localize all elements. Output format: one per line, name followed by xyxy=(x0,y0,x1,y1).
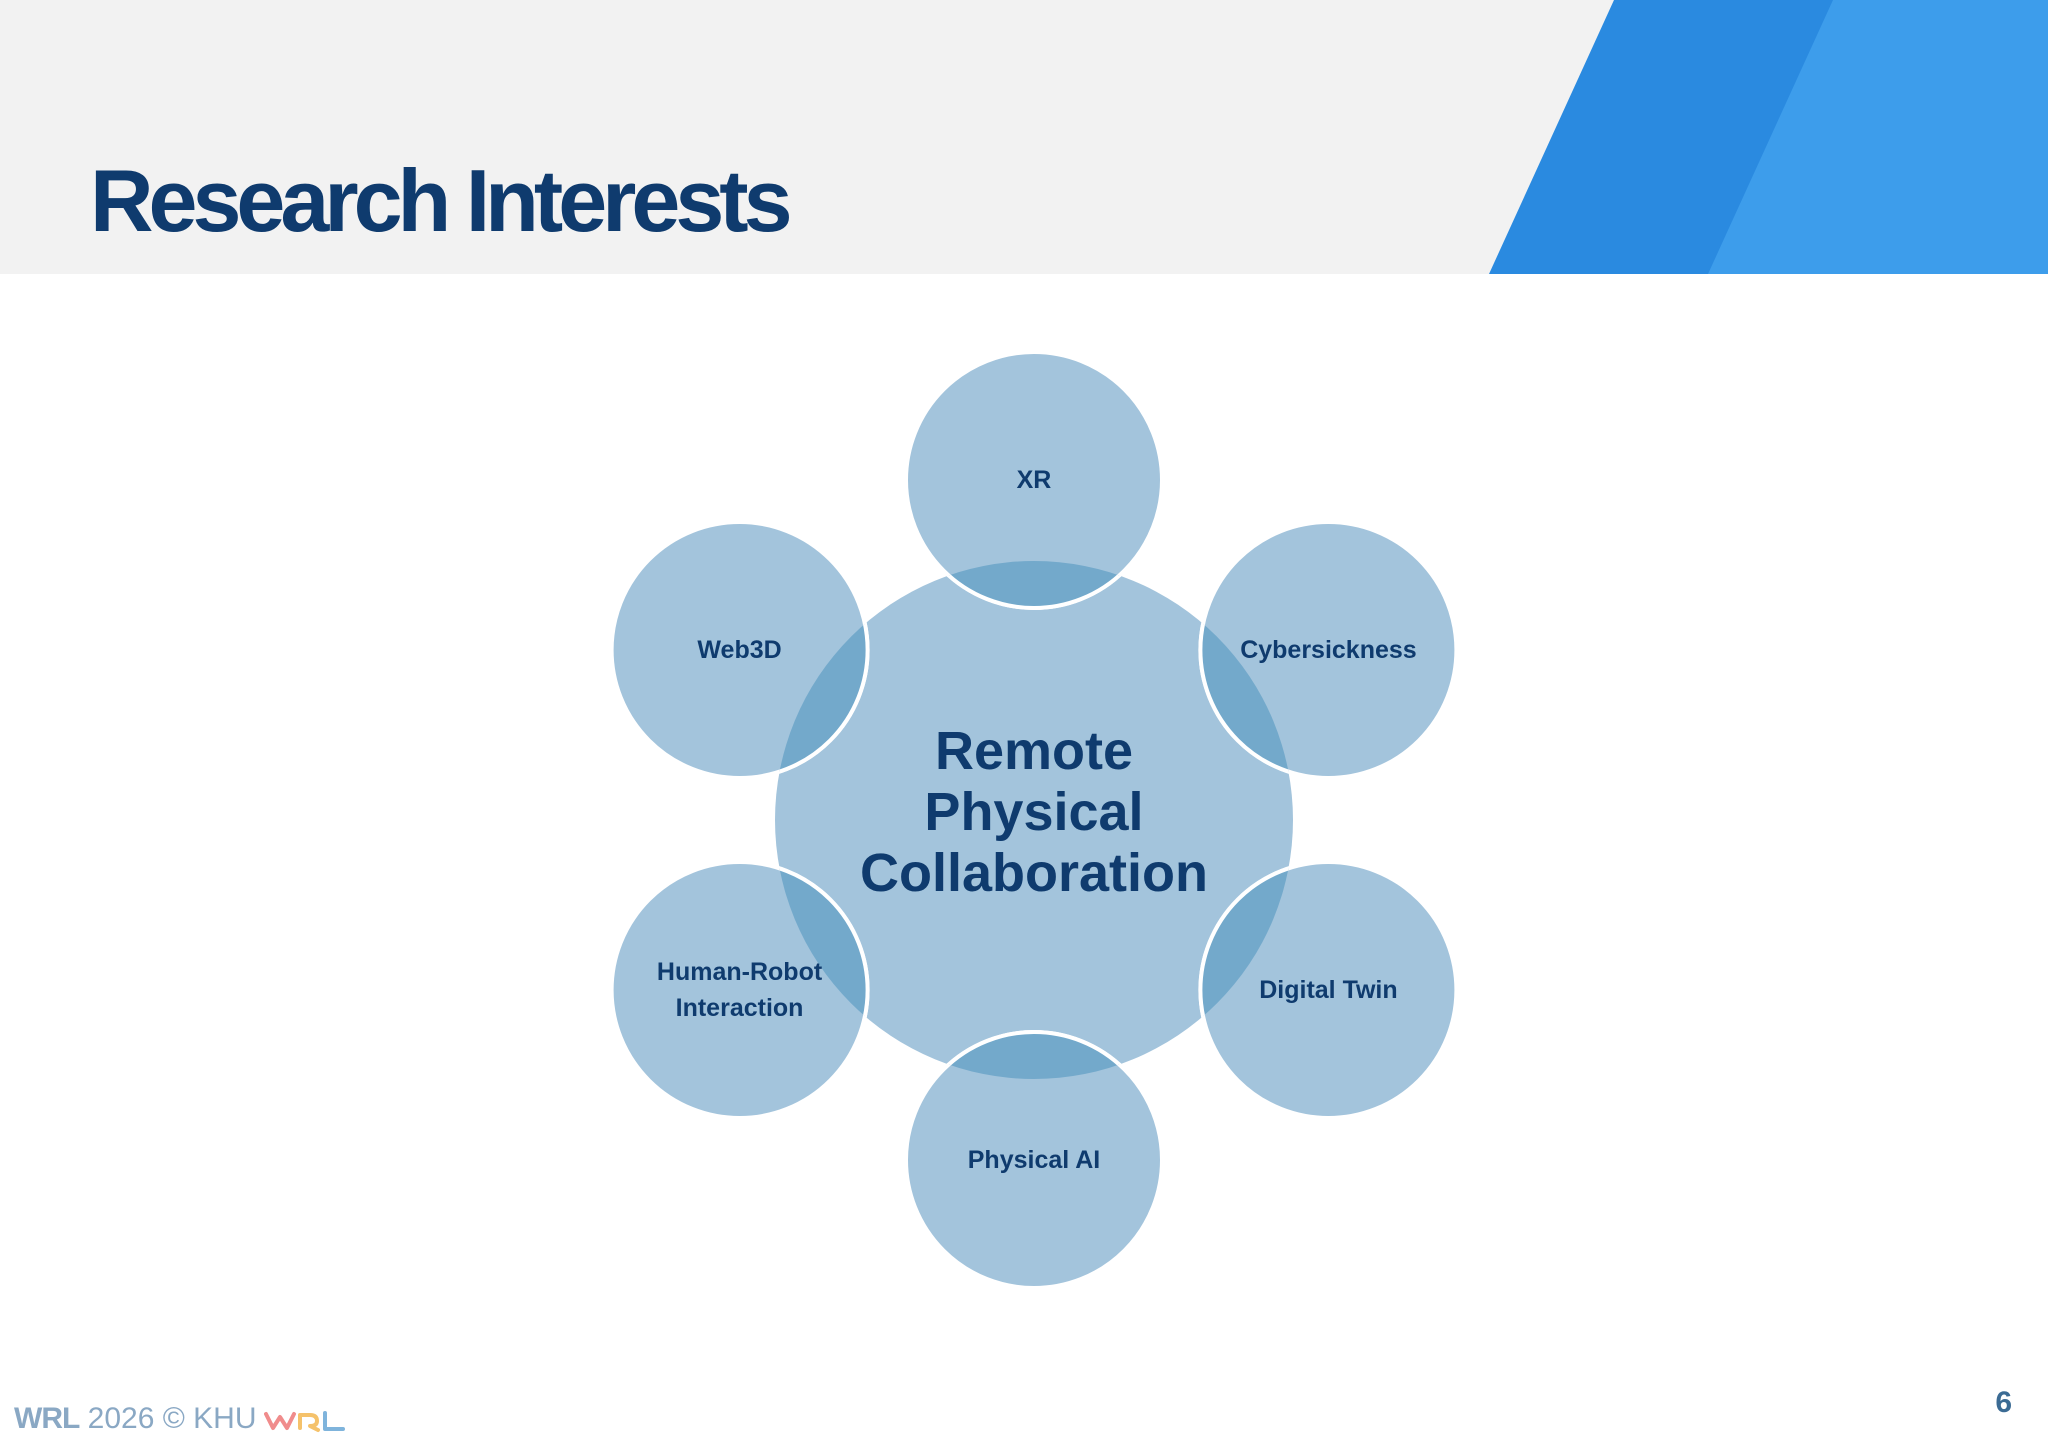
wrl-logo xyxy=(264,1411,345,1432)
topic-web3d-label: Web3D xyxy=(697,636,781,664)
center-label-line: Remote xyxy=(935,721,1133,781)
center-circle xyxy=(775,561,1293,1079)
header-accent-shape xyxy=(1489,0,2048,274)
topic-xr-label: XR xyxy=(1017,466,1052,494)
slide-title: Research Interests xyxy=(90,151,793,250)
accent-parallelogram-light xyxy=(1708,0,2048,274)
topic-physical-ai-label: Physical AI xyxy=(968,1146,1100,1174)
topic-digital-twin-label-line: Digital Twin xyxy=(1259,976,1397,1004)
topic-physical-ai-label-line: Physical AI xyxy=(968,1146,1100,1174)
topic-human-robot-interaction-label-line: Human-Robot xyxy=(657,958,823,986)
footer-copyright: 2026 © KHU xyxy=(87,1402,257,1435)
overlap-xr xyxy=(904,561,1164,610)
overlap-physical-ai xyxy=(904,1030,1164,1079)
center-label-line: Collaboration xyxy=(860,843,1208,903)
topic-human-robot-interaction-label-line: Interaction xyxy=(676,994,804,1022)
topic-digital-twin-label: Digital Twin xyxy=(1259,976,1397,1004)
topic-circles xyxy=(609,350,1459,1290)
footer: WRL 2026 © KHU xyxy=(14,1402,257,1436)
page-number: 6 xyxy=(1995,1386,2012,1419)
topic-cybersickness-label-line: Cybersickness xyxy=(1240,636,1417,664)
footer-brand: WRL xyxy=(14,1402,80,1435)
topic-xr-label-line: XR xyxy=(1017,466,1052,494)
topic-web3d-label-line: Web3D xyxy=(697,636,781,664)
center-label-line: Physical xyxy=(924,782,1143,842)
topic-cybersickness-label: Cybersickness xyxy=(1240,636,1417,664)
